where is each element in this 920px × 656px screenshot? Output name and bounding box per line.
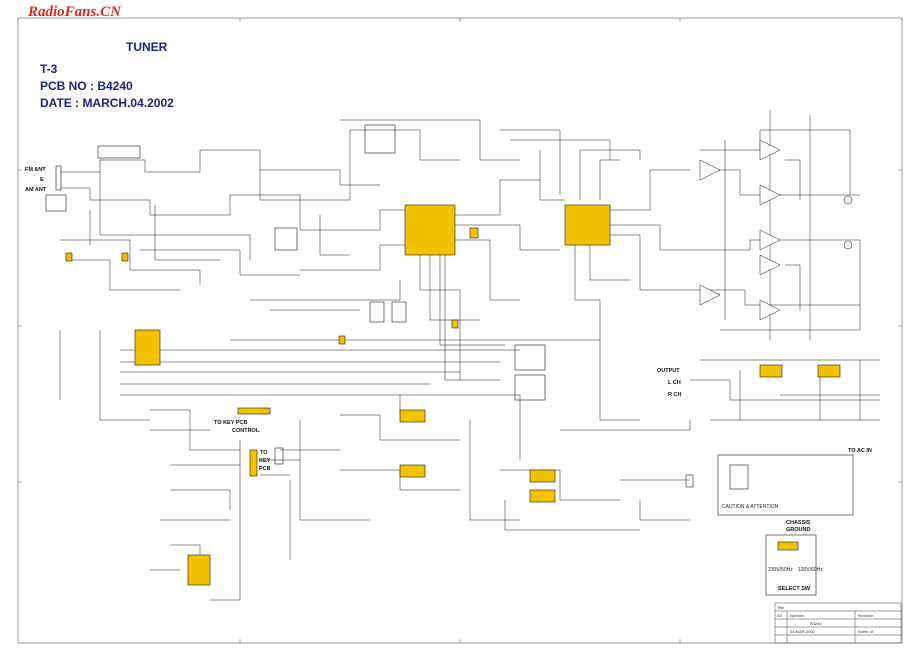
caution-label: CAUTION & ATTENTION [722,504,779,510]
pcb-number: PCB NO : B4240 [40,79,133,93]
ic-group [65,204,841,586]
caution-box [717,454,854,516]
watermark: RadioFans.CN [28,4,121,20]
ic-small-1 [469,227,479,239]
opamp-group [699,139,781,321]
r-ch-label: R CH [668,392,682,398]
ic-small-3 [121,252,129,262]
tb-title: Title [777,605,785,610]
opamp-5 [759,299,781,321]
select-sw-switch [777,541,799,551]
model-label: T-3 [40,62,58,76]
chassis-label: CHASSIS [786,520,811,526]
title-block [774,602,902,644]
ic-ic1 [404,204,456,256]
tb-revision: Revision [858,613,874,618]
opamp-4 [759,254,781,276]
key-pcb-connector [237,407,271,415]
opamp-2 [759,184,781,206]
l-ch-label: L CH [668,380,681,386]
output-jack-bottom [843,240,853,250]
v120-label: 120V/60Hz [798,567,823,573]
ic-small-5 [451,319,459,329]
opamp-1 [759,139,781,161]
wiring [59,110,880,601]
to-ac-in-label: TO AC IN [848,448,872,454]
if-transformer-1 [364,124,396,154]
key-pcb-label: TO KEY PCB [214,420,248,426]
am-ant-label: AM ANT [25,187,47,193]
opamp-3 [759,229,781,251]
ic-tuner-controller [134,329,161,366]
ic-ic2 [564,204,611,246]
ic-regulator-3 [529,469,556,483]
component-blocks [45,124,854,596]
power-transformer [729,464,749,490]
fm-ant-terminal [55,165,62,191]
ic-regulator-6 [817,364,841,378]
control-label: CONTROL [232,428,260,434]
tb-date: 04-MAR-2002 [790,629,815,634]
schematic-date: DATE : MARCH.04.2002 [40,96,174,110]
chassis-ground-label: GROUND [786,527,811,533]
if-transformer-2 [274,227,298,251]
ic-small-2 [65,252,73,262]
tuner-front-end [97,145,141,159]
am-ant-block [45,194,67,212]
v230-label: 230V/50Hz [768,567,793,573]
ic-regulator-4 [529,489,556,503]
relay-1 [514,344,546,371]
relay-2 [514,374,546,401]
output-label: OUTPUT [657,368,680,374]
ac-fuse [685,474,694,488]
ic-regulator-1 [399,409,426,423]
ic-regulator-2 [399,464,426,478]
key-pcb-connector-2 [249,449,258,477]
tb-number: Number [790,613,805,618]
key-pcb2-to: TO [260,450,268,456]
output-jack-top [843,195,853,205]
select-sw-box [765,534,817,596]
schematic-title: TUNER [126,40,168,54]
opamp-7 [699,284,721,306]
key-pcb2-pcb: PCB [259,466,271,472]
ic-small-4 [338,335,346,345]
opamp-6 [699,159,721,181]
tb-pcb: B4240 [810,621,822,626]
tb-sheet: Sheet of [858,629,873,634]
ic-regulator-5 [759,364,783,378]
select-sw-label: SELECT SW [778,586,811,592]
ic-mcu [187,554,211,586]
transformer-3 [369,301,385,323]
key-pcb2-key: KEY [259,458,271,464]
transformer-4 [391,301,407,323]
fm-ant-label: FM ANT [25,167,46,173]
com-connector [274,447,284,465]
border-ticks [18,18,902,643]
ground-label: E [40,177,44,183]
tb-size: A3 [777,613,782,618]
